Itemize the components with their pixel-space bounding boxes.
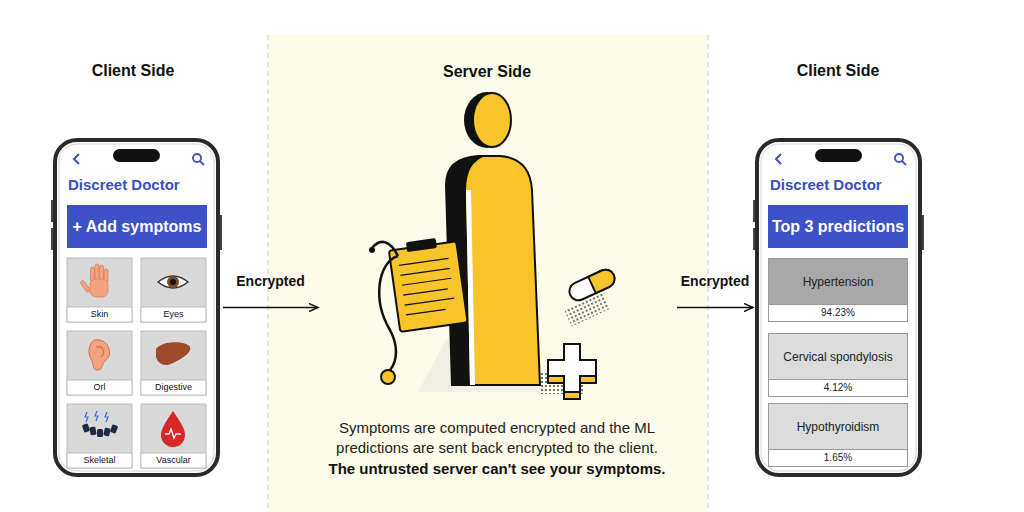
pill	[564, 267, 617, 327]
phone-screen: Discreet DoctorTop 3 predictionsHyperten…	[757, 140, 920, 475]
tile-label: Orl	[67, 380, 132, 395]
ear-icon	[89, 340, 110, 370]
probability: 4.12%	[769, 379, 907, 396]
column-heading: Client Side	[738, 61, 938, 81]
column-heading: Server Side	[312, 62, 662, 82]
phone-frame	[753, 140, 924, 475]
server-ground	[268, 35, 708, 512]
banner-text: + Add symptoms	[67, 205, 207, 248]
category-tile: Digestive	[141, 331, 206, 395]
probability: 94.23%	[769, 304, 907, 321]
category-tile: Skeletal	[67, 404, 132, 468]
prediction-box: Hypothyroidism1.65%	[768, 403, 908, 467]
category-tile: Eyes	[141, 258, 206, 322]
column-heading: Client Side	[33, 61, 233, 81]
flow-arrow	[223, 307, 318, 309]
server-note: Symptoms are computed encrypted and the …	[312, 418, 682, 458]
category-tile: Vascular	[141, 404, 206, 468]
edge-label: Encrypted	[211, 272, 331, 290]
banner-button: + Add symptoms	[67, 205, 207, 248]
app-title: Discreet Doctor	[68, 176, 205, 193]
tile-label: Digestive	[141, 380, 206, 395]
blood-drop-icon	[161, 411, 185, 447]
banner-text: Top 3 predictions	[768, 205, 908, 248]
liver-icon	[156, 342, 190, 365]
server-panel: Server SideSymptoms are computed encrypt…	[322, 35, 672, 512]
phone-screen: Discreet Doctor + Add symptomsSkin EyesOrl…	[55, 140, 218, 475]
banner-button: Top 3 predictions	[768, 205, 908, 248]
medical-cross	[540, 344, 596, 399]
disease-name: Hypertension	[769, 259, 907, 305]
app-title: Discreet Doctor	[770, 176, 907, 193]
doctor-figure	[369, 92, 548, 392]
tile-label: Vascular	[141, 453, 206, 468]
prediction-box: Hypertension94.23%	[768, 258, 908, 322]
disease-name: Cervical spondylosis	[769, 334, 907, 380]
flow-arrow	[677, 307, 753, 309]
tile-label: Skeletal	[67, 453, 132, 468]
category-tile: Skin	[67, 258, 132, 322]
edge-label: Encrypted	[655, 272, 775, 290]
tile-label: Eyes	[141, 307, 206, 322]
tile-grounds	[67, 258, 206, 468]
spine-icon	[82, 411, 118, 437]
hand-icon	[80, 264, 108, 297]
probability: 1.65%	[769, 449, 907, 466]
category-tile: Orl	[67, 331, 132, 395]
server-note-bold: The untrusted server can't see your symp…	[287, 459, 707, 479]
disease-name: Hypothyroidism	[769, 404, 907, 450]
phone-frame	[51, 140, 222, 475]
prediction-box: Cervical spondylosis4.12%	[768, 333, 908, 397]
tile-label: Skin	[67, 307, 132, 322]
eye-icon	[158, 276, 188, 288]
